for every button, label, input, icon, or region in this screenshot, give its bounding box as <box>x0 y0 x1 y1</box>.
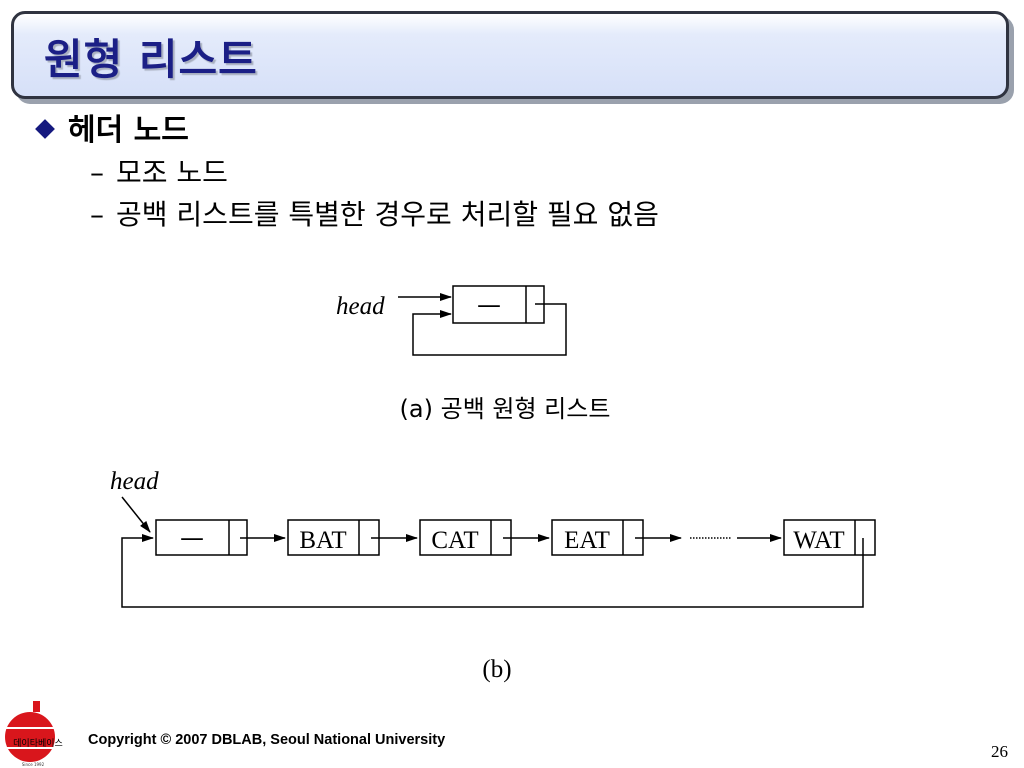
node-label-cat: CAT <box>431 527 478 554</box>
logo-since: Since 1992 <box>22 762 45 767</box>
list-node-eat <box>551 519 644 556</box>
header-node-a <box>452 285 545 324</box>
circular-back-link <box>121 534 864 608</box>
logo-disc <box>5 712 55 762</box>
logo-stem <box>33 701 40 712</box>
head-label-b: head <box>110 468 159 495</box>
header-node-b-data: — <box>180 524 204 552</box>
node-label-eat: EAT <box>564 527 610 554</box>
dash-marker: – <box>90 156 104 189</box>
list-node-wat <box>783 519 876 556</box>
list-node-cat <box>419 519 512 556</box>
self-loop-link-a <box>412 303 567 356</box>
sub-bullet-2: –공백 리스트를 특별한 경우로 처리할 필요 없음 <box>90 199 659 231</box>
logo-text: 데이타베이스 <box>13 738 63 749</box>
dblab-logo: 데이타베이스 Since 1992 <box>0 700 76 768</box>
sub-bullet-text: 공백 리스트를 특별한 경우로 처리할 필요 없음 <box>116 198 659 231</box>
sub-bullet-text: 모조 노드 <box>116 156 228 189</box>
head-arrow-b <box>121 496 151 533</box>
footer-copyright: Copyright © 2007 DBLAB, Seoul National U… <box>88 732 446 748</box>
page-number: 26 <box>991 742 1008 761</box>
list-node-bat <box>287 519 380 556</box>
header-node-a-data: — <box>477 291 501 319</box>
node-label-bat: BAT <box>299 527 346 554</box>
bullet-text: 헤더 노드 <box>68 113 189 148</box>
head-label-a: head <box>336 293 385 320</box>
sub-bullet-1: –모조 노드 <box>90 157 228 189</box>
node-label-wat: WAT <box>793 527 844 554</box>
caption-a: (a) 공백 원형 리스트 <box>400 395 611 423</box>
title-bar: 원형 리스트 <box>11 11 1009 99</box>
dash-marker: – <box>90 198 104 231</box>
caption-b: (b) <box>482 656 511 683</box>
diagram-b-circular-list: head — BAT CAT EAT WAT (b) <box>110 468 876 683</box>
slide-title: 원형 리스트 <box>44 35 258 84</box>
diagram-a-empty-circular-list: head — (a) 공백 원형 리스트 <box>336 285 611 423</box>
bullet-header-node: 헤더 노드 <box>35 113 189 148</box>
